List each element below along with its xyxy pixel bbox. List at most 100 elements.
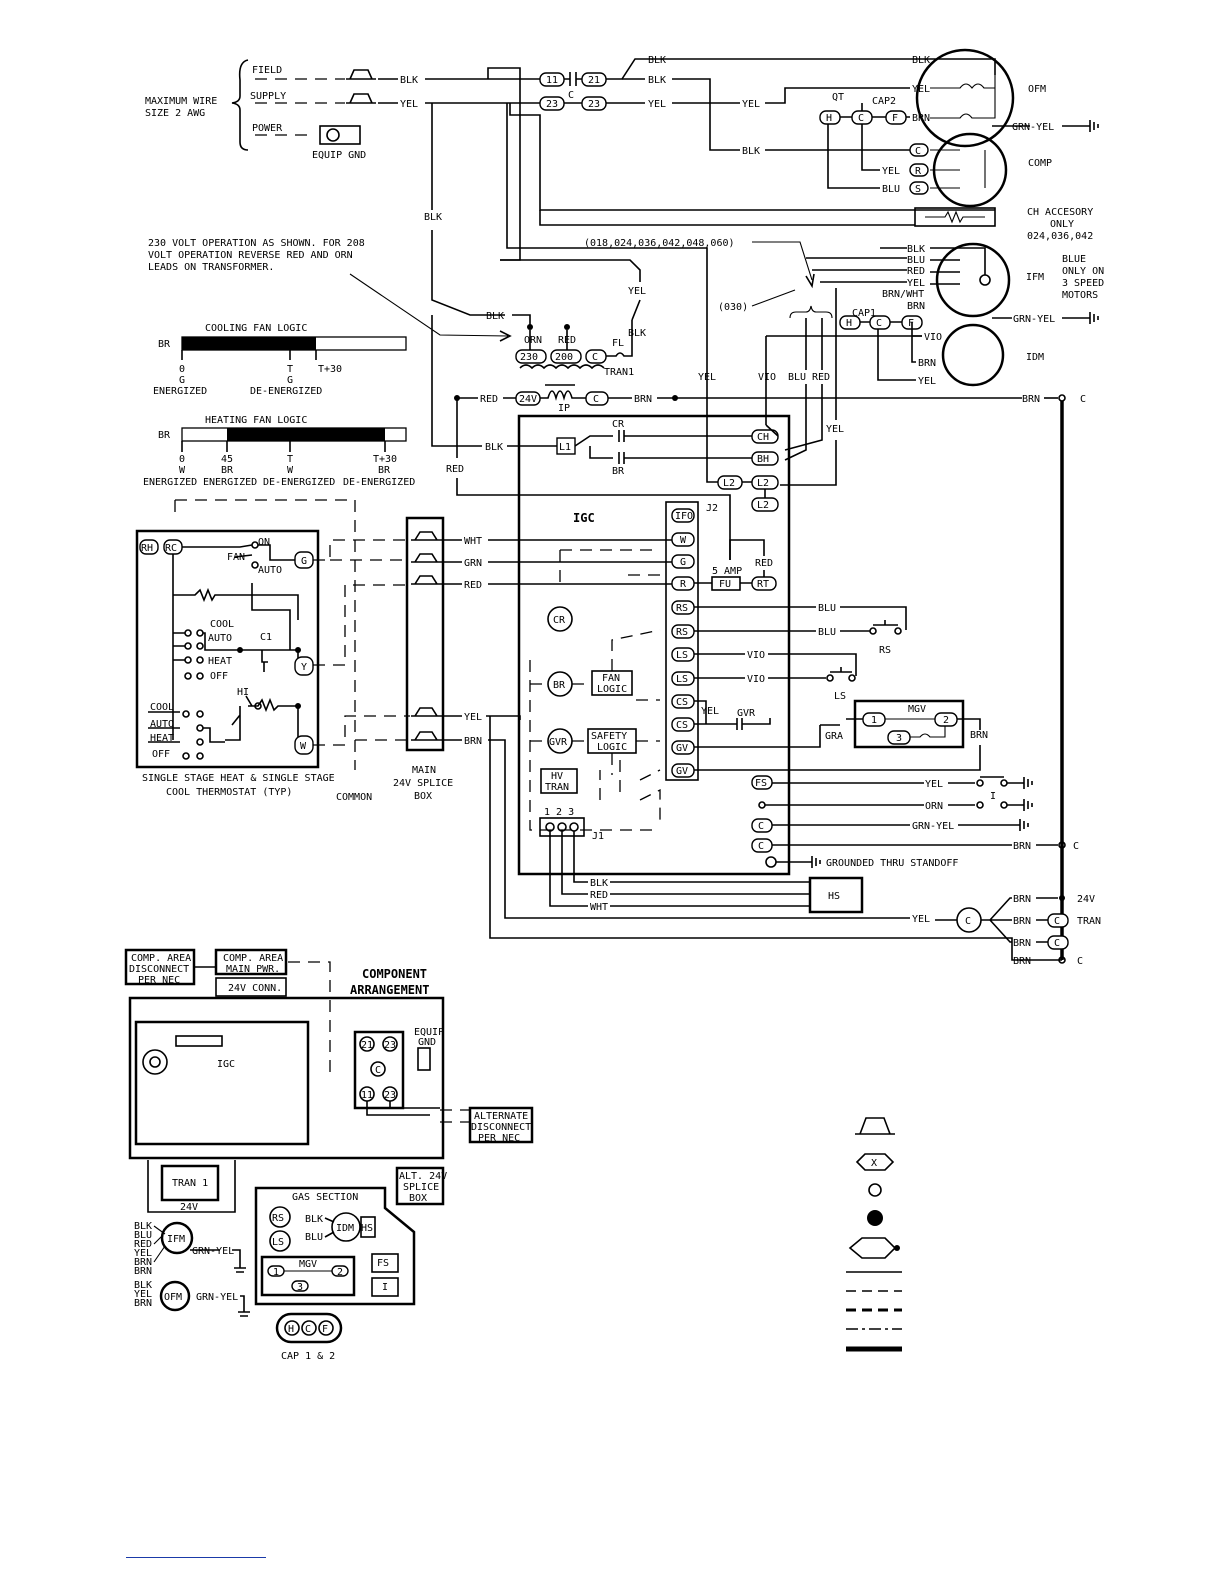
brace [231,59,249,151]
svg-text:YEL: YEL [925,779,943,790]
svg-text:TRAN: TRAN [545,782,569,793]
svg-text:CR: CR [553,615,566,626]
svg-text:11: 11 [361,1090,373,1101]
svg-text:BRN: BRN [912,113,930,124]
open-terminal-icon [868,1183,882,1197]
svg-text:YEL: YEL [134,1289,152,1300]
wire-size-label: SIZE 2 AWG [145,108,205,119]
svg-text:BOX: BOX [414,791,432,802]
svg-text:OFF: OFF [210,671,228,682]
svg-text:BLU: BLU [818,603,836,614]
ifm-motor-icon [935,242,1011,318]
svg-text:RS: RS [272,1213,284,1224]
svg-text:ALT. 24V: ALT. 24V [399,1171,447,1182]
svg-text:23: 23 [384,1090,396,1101]
svg-text:C: C [858,113,864,124]
svg-text:T+30: T+30 [373,454,397,465]
note-line-1: 230 VOLT OPERATION AS SHOWN. FOR 208 [148,238,365,249]
svg-text:W: W [300,741,307,752]
svg-text:BRN: BRN [1013,916,1031,927]
field-label: FIELD [252,65,282,76]
svg-text:CR: CR [612,419,625,430]
svg-text:BRN: BRN [1022,394,1040,405]
svg-text:S: S [915,184,921,195]
supply-label: SUPPLY [250,91,286,102]
svg-text:GV: GV [676,766,688,777]
svg-text:MGV: MGV [908,704,926,715]
svg-text:RED: RED [755,558,773,569]
svg-text:ENERGIZED: ENERGIZED [153,386,207,397]
blk-vertical: BLK [424,212,442,223]
svg-text:COOL THERMOSTAT (TYP): COOL THERMOSTAT (TYP) [166,787,292,798]
svg-text:DE-ENERGIZED: DE-ENERGIZED [250,386,322,397]
idm-label: IDM [1026,352,1044,363]
hs-label: HS [828,891,840,902]
svg-text:BR: BR [612,466,625,477]
svg-text:RED: RED [134,1239,152,1250]
svg-text:G: G [287,375,293,386]
svg-text:C: C [758,841,764,852]
svg-text:RED: RED [812,372,830,383]
svg-text:OFF: OFF [152,749,170,760]
igc-board: IGC L1 CR BR CH BH L2 L2 L2 YEL J2 IFO W… [506,103,1079,914]
svg-text:3: 3 [297,1282,303,1293]
svg-text:MOTORS: MOTORS [1062,290,1098,301]
j2-label: J2 [706,503,718,514]
plug-icon [848,1237,897,1259]
svg-text:RS: RS [879,645,891,656]
svg-text:LS: LS [272,1237,284,1248]
tran1-label: TRAN1 [604,367,634,378]
svg-text:BLK: BLK [134,1221,152,1232]
svg-text:BRN: BRN [134,1257,152,1268]
svg-text:COMP. AREA: COMP. AREA [223,953,283,964]
svg-text:YEL: YEL [134,1248,152,1259]
svg-text:C: C [593,394,599,405]
svg-text:GRN-YEL: GRN-YEL [196,1292,238,1303]
field-splice-icon [855,1117,895,1135]
svg-text:BRN: BRN [907,301,925,312]
thermostat: RH RC ON FAN AUTO G COOL AUTO HEAT OFF C… [135,499,410,803]
outdoor-fan-motor: OFM GRN-YEL BRN QT CAP2 H C F [819,48,1099,189]
grounded-label: GROUNDED THRU STANDOFF [826,858,958,869]
field-connector-icon [346,69,376,80]
svg-text:L1: L1 [559,442,571,453]
svg-text:RED: RED [480,394,498,405]
svg-text:W: W [179,465,186,476]
svg-text:BH: BH [757,454,769,465]
svg-text:BLUE: BLUE [1062,254,1086,265]
svg-text:BLK: BLK [648,75,666,86]
svg-text:C: C [758,821,764,832]
svg-text:DE-ENERGIZED: DE-ENERGIZED [263,477,335,488]
inducer-motor: IDM VIO BRN YEL VIO BLU RED YEL [758,288,1044,486]
svg-text:ORN: ORN [524,335,542,346]
cap2-label: CAP2 [872,96,896,107]
svg-text:C: C [305,1324,311,1335]
svg-text:BR: BR [378,465,391,476]
models-018: (018,024,036,042,048,060) [584,238,735,249]
svg-text:L2: L2 [757,500,769,511]
svg-text:VIO: VIO [924,332,942,343]
svg-text:HS: HS [361,1223,373,1234]
svg-text:EQUIP: EQUIP [414,1027,444,1038]
svg-text:ALTERNATE: ALTERNATE [474,1111,528,1122]
svg-text:C: C [1080,394,1086,405]
svg-text:BLK: BLK [628,328,646,339]
svg-text:ONLY: ONLY [1050,219,1074,230]
models-030: (030) [718,302,748,313]
svg-text:C: C [1073,841,1079,852]
svg-text:3 SPEED: 3 SPEED [1062,278,1104,289]
svg-text:BRN: BRN [970,730,988,741]
svg-text:YEL: YEL [907,278,925,289]
svg-text:BLK: BLK [305,1214,323,1225]
svg-text:ON: ON [258,537,270,548]
thermostat-caption: SINGLE STAGE HEAT & SINGLE STAGE [142,773,335,784]
main-splice-box: MAIN 24V SPLICE BOX WHT GRN RED YEL BRN … [393,516,1062,961]
ifm-label: IFM [1026,272,1044,283]
svg-text:BLU: BLU [305,1232,323,1243]
svg-text:L2: L2 [757,478,769,489]
svg-text:Y: Y [301,662,307,673]
igc-board-box [517,414,791,876]
svg-text:HI: HI [237,687,249,698]
svg-text:AUTO: AUTO [258,565,282,576]
svg-text:YEL: YEL [912,84,930,95]
